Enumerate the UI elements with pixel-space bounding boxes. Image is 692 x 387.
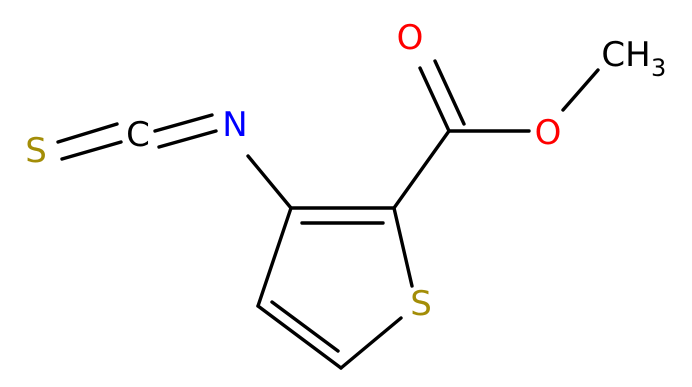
- atom-o-ester: O: [535, 113, 562, 153]
- atom-n-isothiocyanate: N: [222, 105, 247, 145]
- atom-c-thiocyanate: C: [126, 115, 150, 155]
- bond-c-n-double-b: [157, 129, 218, 149]
- bond-c-o-double-a: [418, 66, 451, 133]
- bond-c-n-double-a: [153, 113, 214, 133]
- bond-oester-ch3: [561, 68, 600, 112]
- atom-methyl-subscript: 3: [651, 54, 666, 82]
- atom-methyl: CH: [601, 35, 650, 75]
- bond-n-c3: [246, 154, 293, 210]
- atom-s-thiocyanate: S: [25, 131, 47, 171]
- bond-c5-c4: [256, 304, 343, 370]
- bond-c2-ccarbonyl: [392, 129, 451, 210]
- bond-c2-sring: [392, 206, 414, 288]
- bond-s-c-double-a: [56, 122, 119, 144]
- atom-o-carbonyl: O: [397, 18, 424, 58]
- bond-s-c-double-b: [60, 140, 123, 161]
- bond-c-o-double-b: [433, 59, 466, 126]
- bond-sring-c5: [339, 316, 403, 370]
- bond-c5-c4-inner: [270, 300, 340, 353]
- atom-s-ring: S: [410, 284, 432, 324]
- bonds: [56, 59, 600, 370]
- bond-c4-c3: [256, 206, 293, 308]
- atom-labels: S C N S O O CH 3: [25, 18, 666, 324]
